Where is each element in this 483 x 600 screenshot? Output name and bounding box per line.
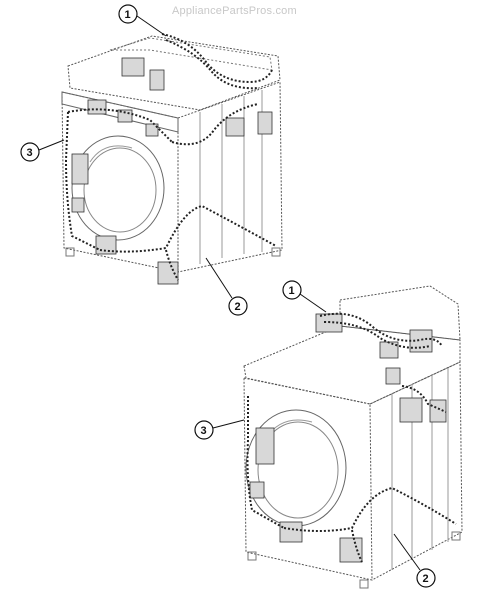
svg-text:3: 3 [201,425,207,437]
svg-text:3: 3 [27,147,33,159]
svg-text:2: 2 [235,301,241,313]
svg-text:1: 1 [289,285,295,297]
lower-components [249,313,447,563]
callout-upper-1: 1 [118,4,167,37]
svg-text:2: 2 [423,573,429,585]
callout-lower-2: 2 [393,533,436,588]
callout-upper-3: 3 [20,139,65,162]
upper-components [71,57,273,285]
svg-text:1: 1 [125,9,131,21]
upper-harness [64,33,277,281]
callout-lower-1: 1 [282,280,327,313]
lower-harness [246,312,457,563]
watermark-text: AppliancePartsPros.com [172,5,297,17]
callout-upper-2: 2 [205,257,248,316]
callout-lower-3: 3 [194,419,245,440]
washer-upper [61,35,283,281]
